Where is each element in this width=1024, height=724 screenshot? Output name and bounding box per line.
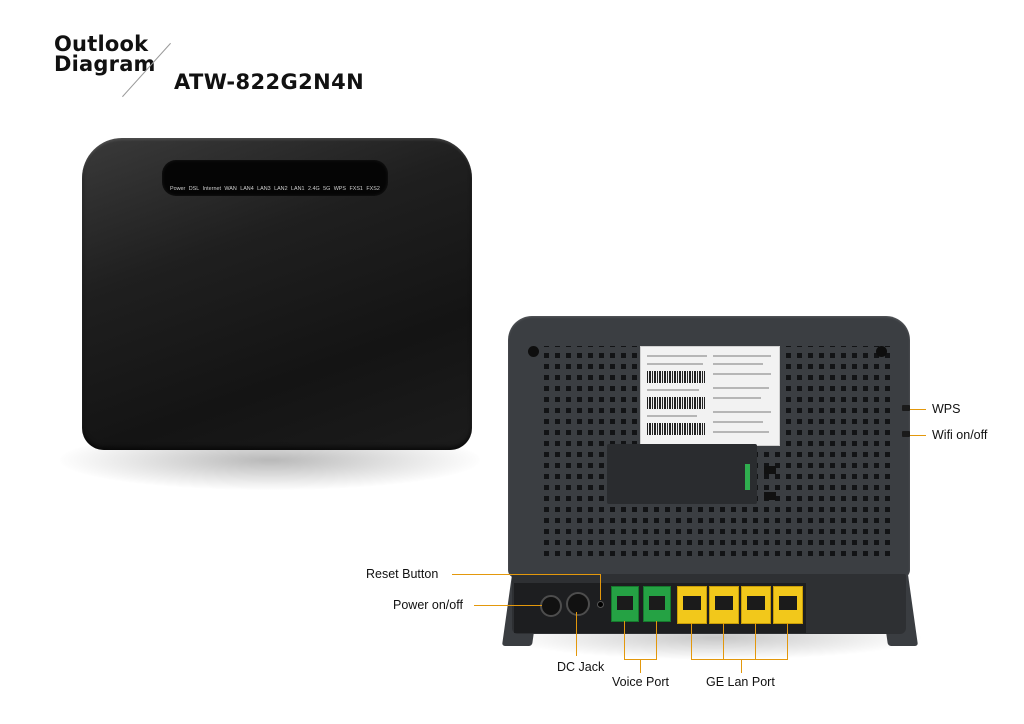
green-indicator: [745, 464, 750, 490]
led-label: LAN3: [257, 186, 271, 192]
product-label-sticker: [640, 346, 780, 446]
model-name: ATW-822G2N4N: [174, 70, 365, 94]
led-panel: [162, 160, 388, 196]
screw-hole: [528, 346, 539, 357]
led-label: WPS: [333, 186, 346, 192]
callout-dc-jack: DC Jack: [557, 660, 605, 674]
reset-callout-line: [452, 574, 600, 575]
led-label: LAN1: [291, 186, 305, 192]
reset-callout-line-drop: [600, 574, 601, 600]
power-button[interactable]: [540, 595, 562, 617]
led-label: 5G: [323, 186, 331, 192]
lan-bracket-2: [723, 623, 724, 659]
voice-port-2[interactable]: [643, 586, 671, 622]
callout-power: Power on/off: [393, 598, 463, 612]
voice-bracket-left: [624, 621, 625, 659]
side-slot: [764, 466, 776, 474]
callout-reset: Reset Button: [366, 567, 439, 581]
lan-port-3[interactable]: [741, 586, 771, 624]
led-label: DSL: [188, 186, 200, 192]
wall-mount-recess: [607, 444, 757, 504]
lan-bracket-3: [755, 623, 756, 659]
lan-port-1[interactable]: [677, 586, 707, 624]
reset-button[interactable]: [597, 601, 604, 608]
lan-bracket-bar: [691, 659, 788, 660]
voice-bracket-stem: [640, 659, 641, 673]
power-callout-line: [474, 605, 542, 606]
lan-port-2[interactable]: [709, 586, 739, 624]
wifi-toggle-button[interactable]: [902, 431, 910, 437]
side-slot: [764, 492, 776, 500]
led-label: FXS2: [366, 186, 380, 192]
led-label: Internet: [202, 186, 221, 192]
voice-bracket-right: [656, 621, 657, 659]
led-label: 2.4G: [307, 186, 320, 192]
lan-port-4[interactable]: [773, 586, 803, 624]
header-title-line2: Diagram: [54, 52, 156, 76]
wifi-callout-line: [910, 435, 926, 436]
callout-wps: WPS: [932, 402, 961, 416]
led-label: LAN2: [274, 186, 288, 192]
voice-port-1[interactable]: [611, 586, 639, 622]
dc-jack-port[interactable]: [566, 592, 590, 616]
led-label: Power: [170, 186, 186, 192]
lan-bracket-1: [691, 623, 692, 659]
lan-bracket-4: [787, 623, 788, 659]
wps-callout-line: [910, 409, 926, 410]
callout-voice-port: Voice Port: [612, 675, 669, 689]
screw-hole: [876, 346, 887, 357]
lan-bracket-stem: [741, 659, 742, 673]
led-label: FXS1: [349, 186, 363, 192]
callout-wifi: Wifi on/off: [932, 428, 988, 442]
led-label: LAN4: [240, 186, 254, 192]
led-label-row: Power DSL Internet WAN LAN4 LAN3 LAN2 LA…: [170, 184, 380, 194]
led-label: WAN: [224, 186, 237, 192]
dc-jack-callout-line: [576, 612, 577, 656]
header-title-line1: Outlook: [54, 32, 149, 56]
wps-button[interactable]: [902, 405, 910, 411]
callout-ge-lan-port: GE Lan Port: [706, 675, 775, 689]
